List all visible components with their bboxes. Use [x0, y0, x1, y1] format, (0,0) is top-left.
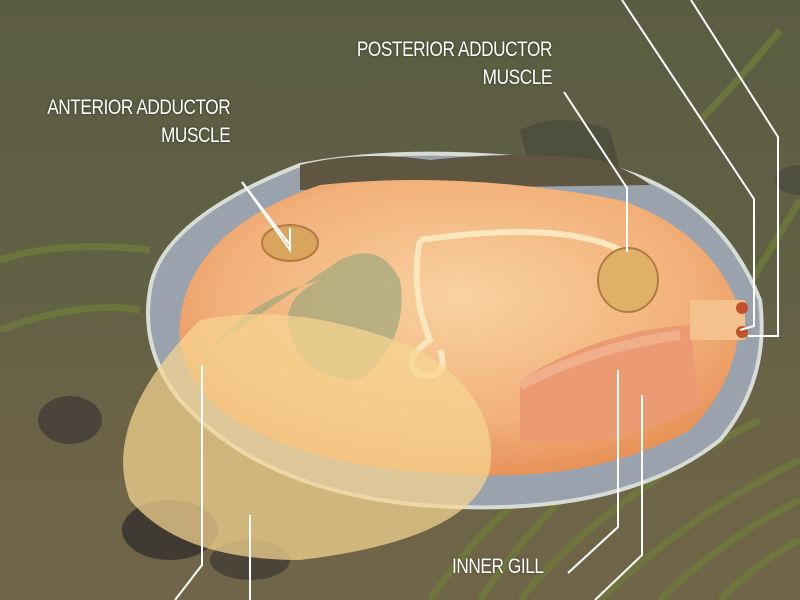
inner-gill-label: INNER GILL	[452, 555, 544, 578]
posterior-label-line2: MUSCLE	[482, 66, 553, 89]
posterior-adductor-label: POSTERIOR ADDUCTOR MUSCLE	[356, 36, 553, 92]
anterior-adductor-label: ANTERIOR ADDUCTOR MUSCLE	[46, 94, 231, 150]
leader-lines	[174, 0, 779, 600]
anterior-label-line2: MUSCLE	[160, 124, 231, 147]
foot	[123, 314, 492, 560]
posterior-label-line1: POSTERIOR ADDUCTOR	[356, 38, 553, 61]
posterior-adductor-muscle	[597, 247, 659, 313]
anterior-label-line1: ANTERIOR ADDUCTOR	[46, 96, 231, 119]
